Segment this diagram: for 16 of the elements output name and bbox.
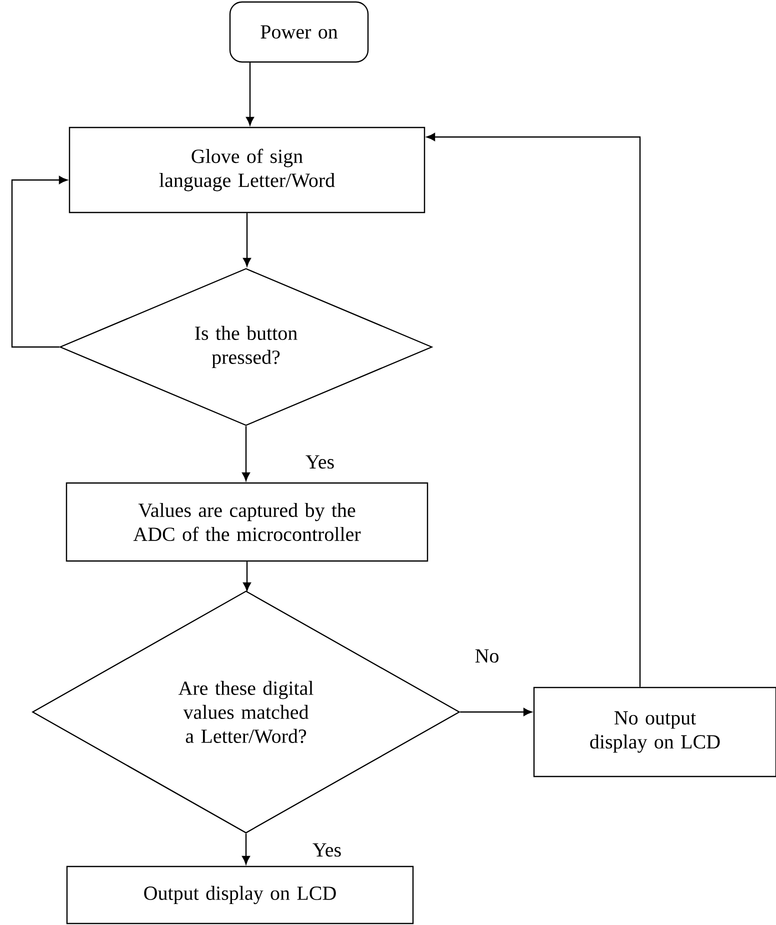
arrow — [426, 133, 641, 687]
arrow — [460, 708, 532, 716]
arrow — [243, 213, 251, 266]
arrow — [243, 562, 251, 591]
edge-label: No — [474, 648, 500, 664]
edge-label: Yes — [311, 842, 343, 858]
arrow — [11, 176, 68, 348]
edge-label: Yes — [304, 454, 336, 470]
process-box: Output display on LCD — [66, 866, 414, 924]
arrow — [246, 62, 254, 126]
process-box: No output display on LCD — [533, 686, 776, 778]
arrow — [242, 426, 250, 481]
process-box: Values are captured by the ADC of the microcontroller — [66, 482, 428, 562]
arrow — [242, 834, 250, 864]
process-box: Glove of sign language Letter/Word — [68, 126, 426, 214]
start-terminal: Power on — [229, 1, 369, 63]
